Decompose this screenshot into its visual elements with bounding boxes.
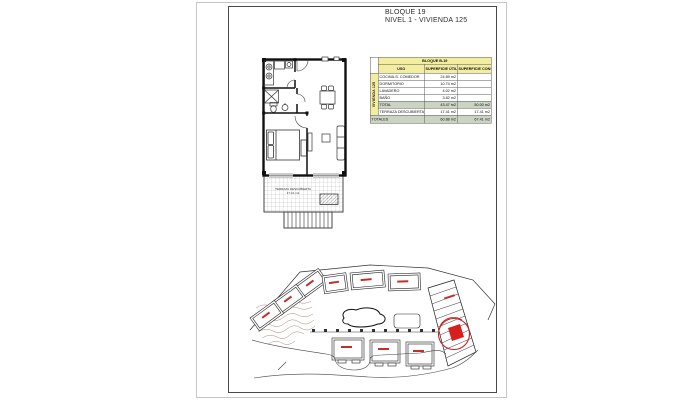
pool-area bbox=[342, 307, 421, 329]
kitchen-fixtures bbox=[264, 60, 293, 86]
row-label: COCINA-S. COMEDOR bbox=[378, 73, 425, 81]
coffee-table bbox=[321, 133, 331, 143]
row-util: 60.88 m2 bbox=[424, 115, 458, 124]
site-plan bbox=[248, 258, 500, 380]
col-header-util: SUPERFICIE ÚTIL bbox=[424, 64, 458, 74]
door-arcs bbox=[286, 59, 309, 129]
dining-table bbox=[319, 90, 336, 105]
tv-unit bbox=[307, 132, 313, 152]
row-util: 4.02 m2 bbox=[424, 87, 458, 95]
table-corner-cell bbox=[370, 57, 379, 74]
stairs bbox=[283, 211, 333, 229]
block-header-cell: BLOQUE B-19 bbox=[377, 57, 492, 65]
terrace: TERRAZA DESCUBIERTA 17.41 m2 bbox=[263, 175, 344, 213]
drawing-frame bbox=[228, 6, 497, 393]
highlighted-vivienda bbox=[448, 324, 464, 341]
site-boundary bbox=[249, 264, 496, 331]
bottom-row-blocks bbox=[331, 337, 435, 370]
table-row: TERRAZA DESCUBIERTA 17.41 m2 17.41 m2 bbox=[370, 108, 492, 116]
row-util: 3.82 m2 bbox=[424, 94, 458, 102]
title-block: BLOQUE 19 NIVEL 1 - VIVIENDA 125 bbox=[385, 9, 467, 25]
floor-plan-svg: TERRAZA DESCUBIERTA 17.41 m2 bbox=[262, 56, 347, 229]
sofa bbox=[336, 125, 345, 161]
terrace-hatched-box bbox=[319, 193, 339, 205]
table-row-totales: TOTALES 60.88 m2 67.41 m2 bbox=[370, 115, 492, 124]
area-table: BLOQUE B-19 USO SUPERFICIE ÚTIL SUPERFIC… bbox=[370, 57, 492, 124]
row-util: 24.89 m2 bbox=[424, 73, 458, 81]
top-row-blocks bbox=[321, 269, 421, 295]
table-row: LAVADERO 4.02 m2 bbox=[370, 87, 492, 95]
spine-walkway bbox=[310, 329, 438, 333]
bathroom-fixtures bbox=[264, 89, 289, 113]
row-construida: 67.41 m2 bbox=[456, 115, 492, 124]
row-label: DORMITORIO bbox=[378, 80, 425, 88]
pool bbox=[342, 307, 386, 328]
roads bbox=[251, 339, 479, 379]
table-row: BAÑO 3.82 m2 bbox=[370, 94, 492, 102]
left-wing-blocks bbox=[249, 267, 329, 332]
table-row-total: TOTAL 43.47 m2 50.00 m2 bbox=[370, 101, 492, 109]
row-construida: 17.41 m2 bbox=[456, 108, 492, 116]
col-header-uso: USO bbox=[378, 64, 425, 74]
title-line-1: BLOQUE 19 bbox=[385, 9, 426, 16]
vivienda-vertical-label: VIVIENDA 125 bbox=[370, 73, 379, 116]
row-label: BAÑO bbox=[378, 94, 425, 102]
row-util: 10.74 m2 bbox=[424, 80, 458, 88]
row-label: TOTALES bbox=[370, 115, 425, 124]
row-label: LAVADERO bbox=[378, 87, 425, 95]
row-construida: 50.00 m2 bbox=[456, 101, 492, 109]
table-row: DORMITORIO 10.74 m2 bbox=[370, 80, 492, 88]
bloque-19-strip bbox=[427, 279, 477, 367]
row-construida bbox=[456, 87, 492, 95]
site-plan-svg bbox=[249, 264, 496, 379]
row-label: TOTAL bbox=[378, 101, 425, 109]
bedroom-furniture bbox=[266, 129, 307, 161]
row-construida bbox=[456, 80, 492, 88]
row-construida bbox=[456, 73, 492, 81]
floor-plan: TERRAZA DESCUBIERTA 17.41 m2 bbox=[255, 50, 375, 235]
title-line-2: NIVEL 1 - VIVIENDA 125 bbox=[385, 17, 468, 24]
table-row: VIVIENDA 125 COCINA-S. COMEDOR 24.89 m2 bbox=[370, 73, 492, 116]
terrace-area-label: 17.41 m2 bbox=[287, 191, 300, 195]
row-util: 43.47 m2 bbox=[424, 101, 458, 109]
col-header-construida: SUPERFICIE CONSTRUIDA bbox=[456, 64, 492, 74]
row-construida bbox=[456, 94, 492, 102]
drawing-sheet: BLOQUE 19 NIVEL 1 - VIVIENDA 125 bbox=[196, 2, 507, 398]
living-furniture bbox=[307, 56, 345, 161]
row-util: 17.41 m2 bbox=[424, 108, 458, 116]
interior-walls bbox=[263, 59, 308, 176]
row-label: TERRAZA DESCUBIERTA bbox=[378, 108, 425, 116]
apartment-walls bbox=[262, 58, 347, 178]
highlight-circle bbox=[437, 317, 471, 351]
strip-label-mark bbox=[443, 294, 456, 300]
terrace-label: TERRAZA DESCUBIERTA bbox=[275, 187, 311, 191]
windows bbox=[269, 173, 339, 178]
